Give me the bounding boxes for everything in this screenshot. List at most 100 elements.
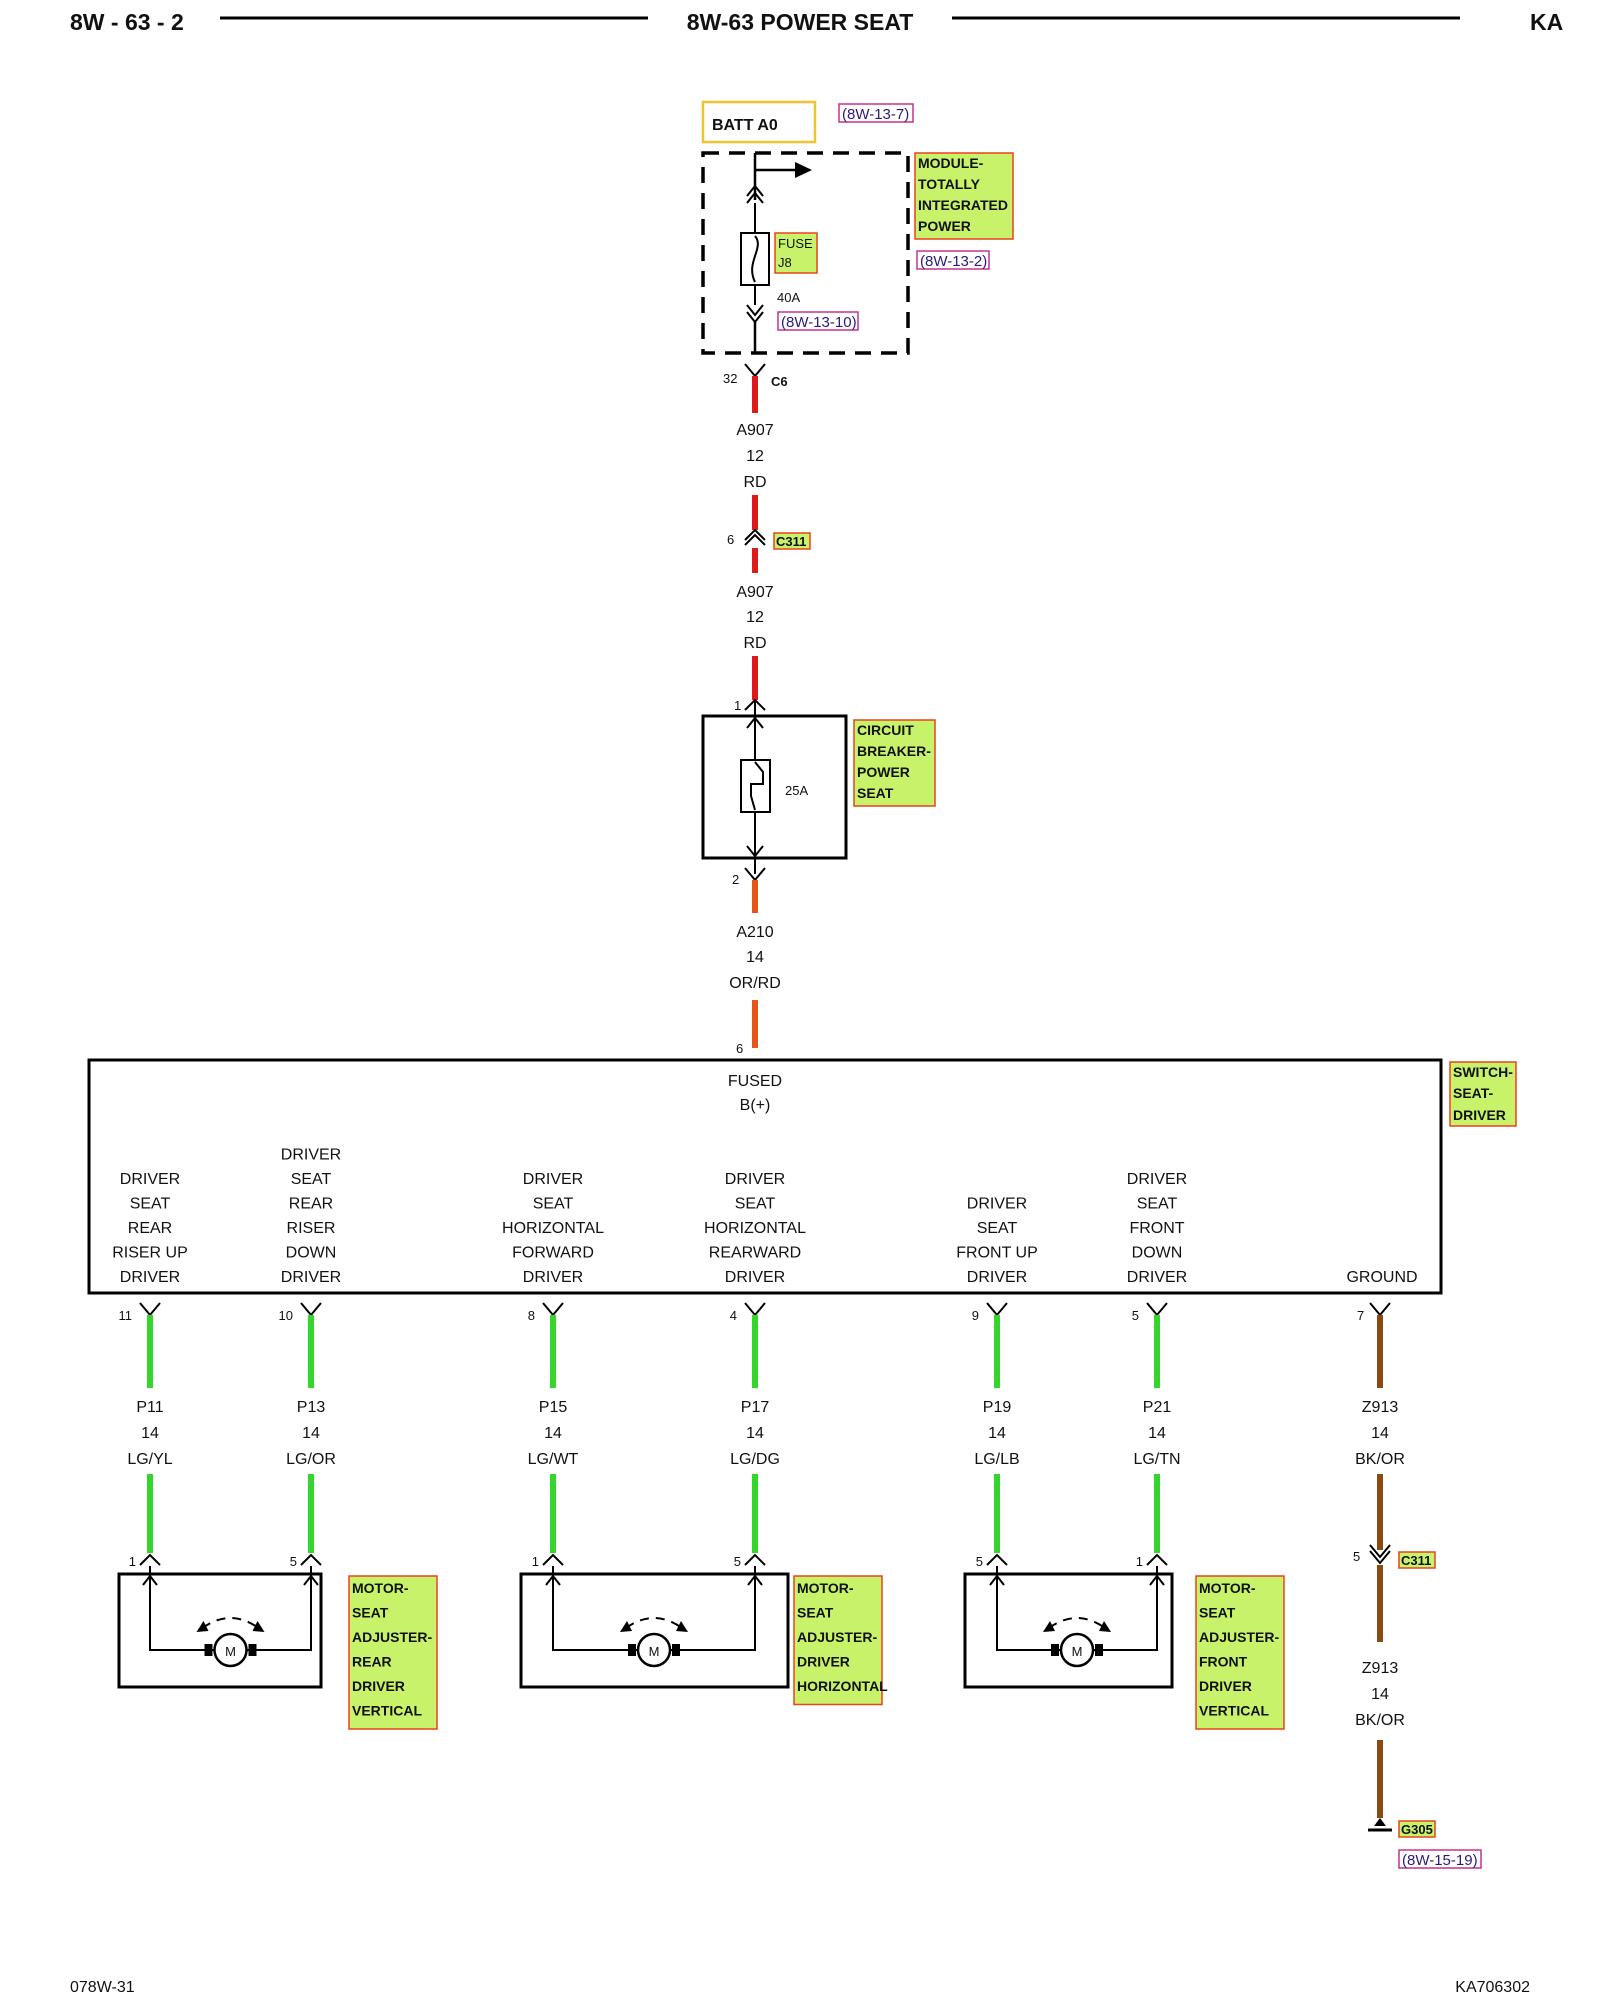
motor-rotation-arrowhead-icon [252, 1621, 265, 1632]
motor-name-line: VERTICAL [1199, 1703, 1269, 1719]
switch-output-label-line: DRIVER [523, 1269, 583, 1286]
cb-pin-out: 2 [732, 872, 739, 887]
wire-gauge: 14 [544, 1425, 562, 1442]
motor-rotation-arrowhead-icon [676, 1621, 688, 1632]
switch-feed-line1: FUSED [728, 1073, 782, 1090]
wire-gauge: 14 [988, 1425, 1006, 1442]
switch-name-highlight [1449, 1061, 1517, 1127]
switch-output-label-line: REAR [289, 1196, 333, 1213]
motor-box [963, 1572, 1174, 1689]
switch-output-label-line: DRIVER [967, 1269, 1027, 1286]
switch-output-2: DRIVERSEATHORIZONTALFORWARDDRIVER8P1514L… [502, 1171, 604, 1569]
switch-output-label-line: SEAT [977, 1220, 1018, 1237]
c311-upper-highlight [773, 532, 811, 550]
z913-top-circuit: Z913 [1362, 1399, 1399, 1416]
motor-lead-right [244, 1566, 312, 1651]
motor-name-line: DRIVER [1199, 1678, 1252, 1694]
switch-pin-number: 11 [119, 1308, 133, 1323]
c311-lower-pin: 5 [1353, 1549, 1360, 1564]
wire-a907-top-label: A907 12 RD [736, 422, 773, 491]
model-code: KA [1530, 9, 1563, 35]
wire-color: LG/LB [974, 1451, 1019, 1468]
battery-source: BATT A0 (8W-13-7) [701, 100, 914, 144]
footer-left-code: 078W-31 [70, 1979, 135, 1996]
switch-pin-connector-icon [744, 1302, 766, 1317]
switch-output-3: DRIVERSEATHORIZONTALREARWARDDRIVER4P1714… [704, 1171, 806, 1569]
wire-a907-bottom-label: A907 12 RD [736, 584, 773, 652]
motor-name-line: ADJUSTER- [797, 1629, 877, 1645]
switch-pin-connector-icon [300, 1302, 322, 1317]
switch-output-label-line: DRIVER [725, 1171, 785, 1188]
motor-name-line: VERTICAL [352, 1703, 422, 1719]
switch-output-label-line: DRIVER [725, 1269, 785, 1286]
a210-circuit: A210 [736, 924, 773, 941]
motor-name-line: SEAT [352, 1605, 389, 1621]
cb-box [701, 714, 848, 860]
a210-gauge: 14 [746, 949, 764, 966]
z913-bottom-gauge: 14 [1371, 1686, 1389, 1703]
switch-feed-pin: 6 [736, 1041, 743, 1056]
c6-name: C6 [771, 374, 788, 389]
batt-box [701, 100, 817, 144]
motor-arrow-icon [545, 1574, 561, 1586]
switch-output-label-line: HORIZONTAL [704, 1220, 806, 1237]
motor-symbol-icon [636, 1632, 672, 1668]
wire-a210-label: A210 14 OR/RD [729, 924, 781, 992]
c311-lower-name: C311 [1401, 1553, 1431, 1568]
switch-pin-number: 9 [972, 1308, 979, 1323]
wire-gauge: 14 [302, 1425, 320, 1442]
z913-bottom-circuit: Z913 [1362, 1660, 1399, 1677]
c311-lower-icon2 [1369, 1550, 1391, 1565]
c6-connector-icon [744, 363, 766, 378]
a907-bottom-gauge: 12 [746, 609, 764, 626]
switch-output-label-line: SEAT [735, 1196, 776, 1213]
switch-output-label-line: HORIZONTAL [502, 1220, 604, 1237]
switch-output-label-line: SEAT [533, 1196, 574, 1213]
motor-name-line: HORIZONTAL [797, 1678, 888, 1694]
motor-name-line: SEAT [797, 1605, 834, 1621]
switch-output-label-line: REAR [128, 1220, 172, 1237]
c311-lower-highlight [1398, 1551, 1436, 1569]
c6-connector: 32 C6 [723, 363, 788, 389]
z913-bottom-color: BK/OR [1355, 1712, 1405, 1729]
fuse-label-line1: FUSE [778, 236, 813, 251]
motor-pin-number: 1 [532, 1554, 539, 1569]
switch-pin-connector-icon [1146, 1302, 1168, 1317]
c311-upper-icon [744, 528, 766, 541]
motor-arrow-icon [1149, 1574, 1165, 1586]
switch-output-label-line: DRIVER [967, 1196, 1027, 1213]
motor-pin-connector-icon [139, 1553, 161, 1566]
tipm-name-line2: TOTALLY [918, 176, 981, 192]
motor-symbol-letter: M [225, 1644, 236, 1659]
batt-xref-box [838, 103, 914, 123]
switch-output-label-line: SEAT [130, 1196, 171, 1213]
motor-box [117, 1572, 323, 1689]
motor-pin-connector-icon [542, 1553, 564, 1566]
motor-pin-number: 5 [290, 1554, 297, 1569]
a907-top-circuit: A907 [736, 422, 773, 439]
switch-output-label-line: RISER UP [112, 1245, 188, 1262]
batt-xref[interactable]: (8W-13-7) [842, 106, 909, 123]
motor-name-line: MOTOR- [1199, 1580, 1256, 1596]
cb-chevron-bottom-icon [746, 845, 764, 858]
switch-output-label-line: FORWARD [512, 1245, 594, 1262]
c311-lower-icon [1369, 1544, 1391, 1559]
switch-output-label-line: SEAT [291, 1171, 332, 1188]
motor-rotation-arrowhead-icon [1043, 1621, 1055, 1632]
switch-output-label-line: FRONT UP [956, 1245, 1037, 1262]
motor-rotation-arc-icon [201, 1617, 260, 1629]
motor-brush-right-icon [1095, 1644, 1103, 1656]
cb-name-line4: SEAT [857, 785, 894, 801]
g305-xref[interactable]: (8W-15-19) [1402, 1852, 1478, 1869]
fuse-xref[interactable]: (8W-13-10) [781, 314, 857, 331]
a907-top-gauge: 12 [746, 448, 764, 465]
tipm-xref[interactable]: (8W-13-2) [920, 253, 987, 270]
tipm-name-line3: INTEGRATED [918, 197, 1008, 213]
motor-brush-left-icon [628, 1644, 636, 1656]
bus-arrow-icon [795, 162, 812, 178]
tipm-xref-box [916, 250, 990, 270]
